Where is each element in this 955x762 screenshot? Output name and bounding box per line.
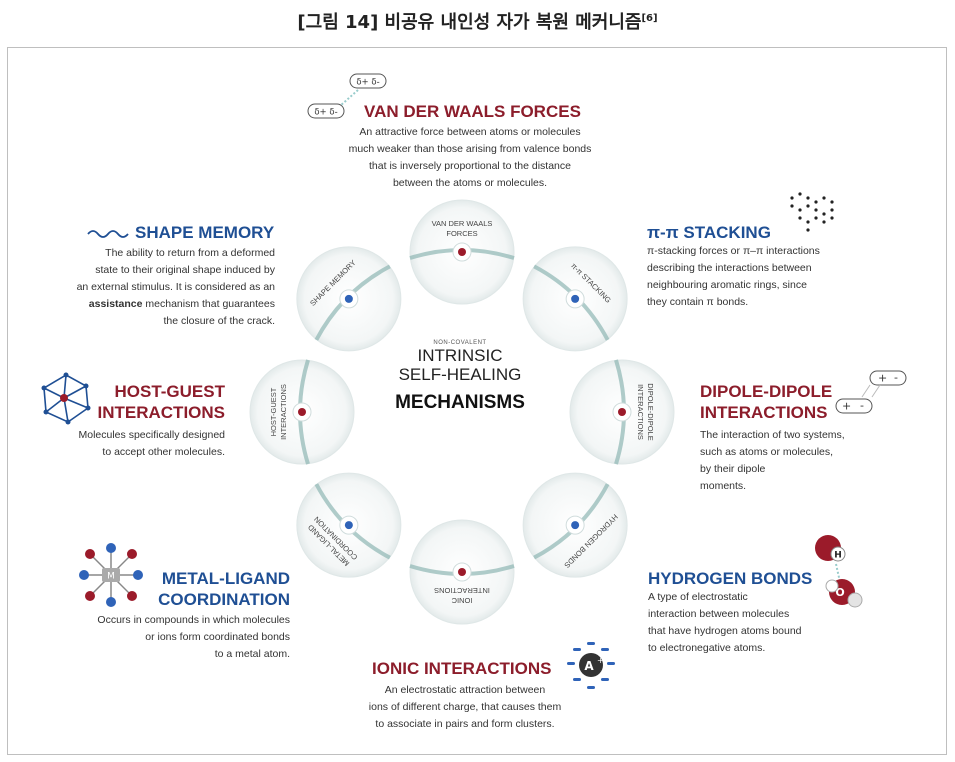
svg-text:+: + — [842, 400, 851, 413]
center-line2: SELF-HEALING — [398, 365, 522, 384]
pi-stacking-title: π-π STACKING — [647, 223, 771, 242]
dipole-title-1: DIPOLE-DIPOLE — [700, 382, 833, 401]
svg-text:-: - — [860, 399, 864, 412]
hydrogen-bonds-title: HYDROGEN BONDS — [648, 569, 813, 588]
svg-text:A: A — [584, 659, 594, 673]
metal-complex-icon: M — [79, 543, 143, 607]
host-guest-block: HOST-GUEST INTERACTIONS Molecules specif… — [30, 381, 226, 461]
center-dot — [618, 408, 626, 416]
center-dot — [344, 294, 353, 303]
ionic-description: An electrostatic attraction between ions… — [368, 684, 562, 730]
circle-host-guest: HOST-GUESTINTERACTIONS — [249, 359, 355, 465]
vdw-description: An attractive force between atoms or mol… — [348, 126, 592, 189]
center-dot — [298, 408, 306, 416]
figure-reference: [6] — [641, 13, 658, 24]
water-molecule-icon: H O — [815, 535, 863, 608]
aromatic-dots-icon — [790, 192, 834, 232]
dipole-delta-icon: δ+ δ- δ+ δ- — [307, 73, 387, 119]
center-supertitle: NON-COVALENT — [433, 340, 487, 346]
figure-title: [그림 14] 비공유 내인성 자가 복원 메커니즘[6] — [297, 12, 658, 33]
svg-text:δ+ δ-: δ+ δ- — [356, 78, 379, 88]
circle-pi-stacking: π-π STACKING — [522, 246, 628, 352]
ionic-title: IONIC INTERACTIONS — [372, 659, 552, 678]
svg-text:+: + — [597, 656, 604, 665]
svg-text:M: M — [107, 572, 115, 582]
dipole-title-2: INTERACTIONS — [700, 403, 828, 422]
center-line1: INTRINSIC — [417, 346, 503, 365]
vdw-title: VAN DER WAALS FORCES — [364, 102, 581, 121]
shape-memory-title: SHAPE MEMORY — [135, 223, 275, 242]
host-guest-title-2: INTERACTIONS — [97, 403, 226, 422]
circle-ionic: IONICINTERACTIONS — [409, 519, 515, 625]
dipole-block: DIPOLE-DIPOLE INTERACTIONS The interacti… — [700, 381, 900, 495]
host-guest-cage-icon — [41, 372, 91, 425]
diagram-frame — [7, 47, 947, 755]
center-dot — [571, 521, 580, 530]
shape-memory-description: The ability to return from a deformed st… — [76, 247, 275, 327]
circle-label: DIPOLE-DIPOLEINTERACTIONS — [636, 383, 655, 441]
pi-stacking-block: π-π STACKING π-stacking forces or π–π in… — [647, 222, 887, 311]
center-dot — [458, 568, 466, 576]
circle-label: IONICINTERACTIONS — [434, 586, 490, 605]
center-line3: MECHANISMS — [395, 392, 525, 413]
svg-text:-: - — [894, 371, 898, 384]
circle-hydrogen-bonds: HYDROGEN BONDS — [522, 472, 628, 578]
metal-ligand-title-2: COORDINATION — [158, 590, 290, 609]
center-title: NON-COVALENT INTRINSIC SELF-HEALING MECH… — [360, 340, 560, 414]
metal-ligand-block: METAL-LIGAND COORDINATION Occurs in comp… — [40, 568, 290, 663]
svg-text:H: H — [834, 551, 842, 561]
center-dot — [458, 248, 466, 256]
metal-ligand-title-1: METAL-LIGAND — [161, 569, 290, 588]
center-dot — [344, 521, 353, 530]
hydrogen-bonds-block: HYDROGEN BONDS A type of electrostatic i… — [648, 568, 868, 657]
svg-text:O: O — [835, 586, 844, 599]
circle-label: HOST-GUESTINTERACTIONS — [269, 384, 288, 440]
circle-metal-ligand: METAL-LIGANDCOORDINATION — [296, 472, 402, 578]
circle-shape-memory: SHAPE MEMORY — [296, 246, 402, 352]
dipole-pair-icon: + - + - — [835, 370, 907, 414]
svg-text:+: + — [878, 372, 887, 385]
host-guest-title-1: HOST-GUEST — [114, 382, 225, 401]
svg-text:δ+ δ-: δ+ δ- — [314, 108, 337, 118]
wave-icon — [87, 230, 129, 238]
center-dot — [571, 294, 580, 303]
circle-dipole: DIPOLE-DIPOLEINTERACTIONS — [569, 359, 675, 465]
ion-cluster-icon: A + — [567, 642, 615, 689]
